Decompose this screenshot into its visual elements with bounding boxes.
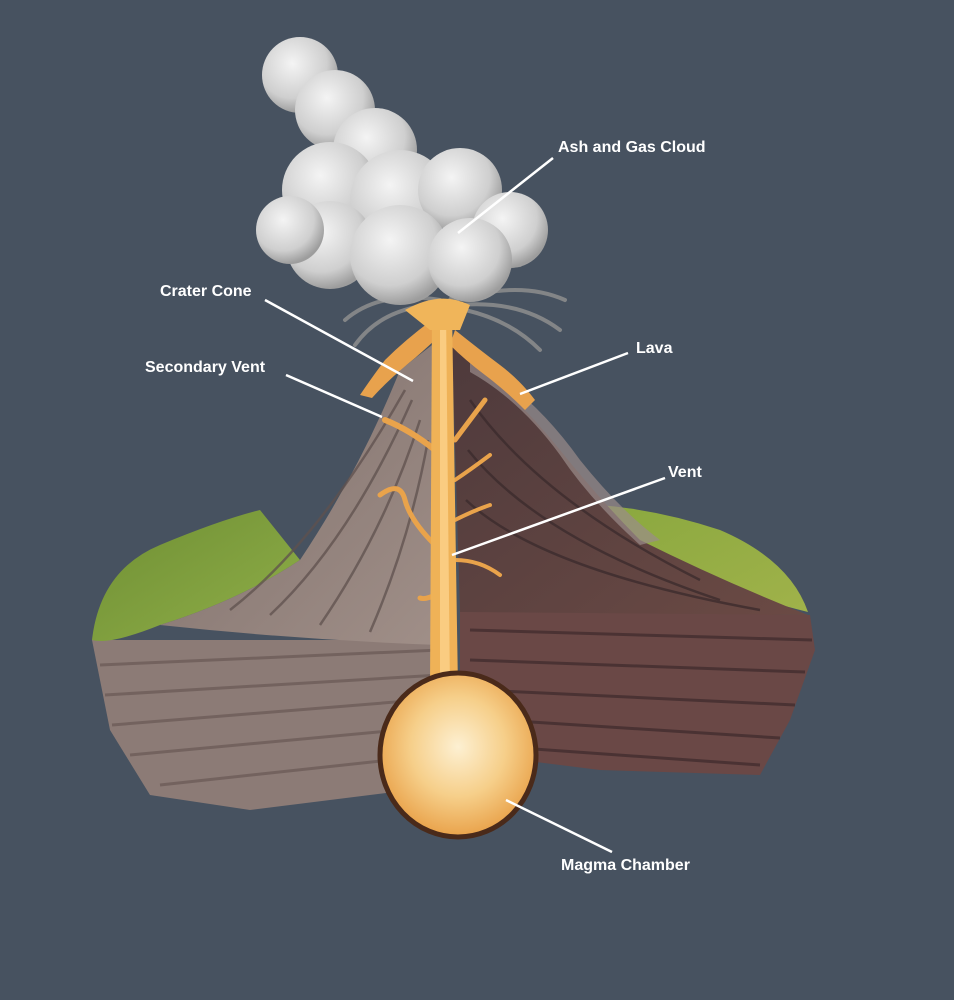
leader-secondary-vent [285,373,383,419]
grass-right [600,505,808,612]
secondary-vent-branches [377,397,502,602]
label-ash-cloud: Ash and Gas Cloud [558,139,706,156]
leader-crater-cone [264,298,414,383]
label-magma-chamber: Magma Chamber [561,857,690,874]
grass-left [92,510,300,641]
leader-ash-cloud [457,157,554,234]
cone-right-strata [465,399,761,612]
label-vent: Vent [668,464,702,481]
lava-flow-left [360,320,440,398]
label-crater-cone: Crater Cone [160,283,252,300]
strata-lines-right [469,628,813,767]
label-secondary-vent: Secondary Vent [145,359,266,376]
cone-right-surface [470,360,660,545]
leader-vent [451,476,666,557]
lava-flow-right [450,330,535,410]
magma-chamber-shape [377,670,539,840]
leader-magma-chamber [505,798,613,854]
label-lava: Lava [636,340,673,357]
ground-layers-left [92,640,445,810]
cone-left [160,345,440,645]
strata-lines-left [99,648,441,787]
leader-lava [519,351,629,396]
ash-cloud [256,37,548,305]
crater-lava [405,298,470,330]
cone-left-strata [229,389,430,633]
